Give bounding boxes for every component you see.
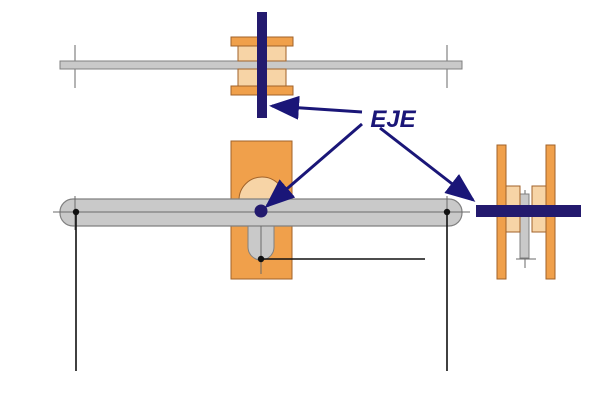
callout: EJE bbox=[264, 95, 476, 208]
side-view bbox=[476, 144, 581, 280]
arrow-to-top-axle bbox=[269, 95, 363, 120]
front-view bbox=[53, 140, 470, 371]
front-axle-dot bbox=[254, 204, 268, 218]
right-pivot-pin bbox=[443, 208, 451, 216]
arrow-to-front-axle bbox=[264, 122, 363, 208]
eje-label: EJE bbox=[370, 106, 416, 133]
crank-pin bbox=[257, 255, 265, 263]
side-axle bbox=[476, 205, 581, 217]
side-lever-bar bbox=[519, 193, 530, 259]
top-view bbox=[59, 12, 463, 118]
top-axle bbox=[257, 12, 267, 118]
left-pivot-pin bbox=[72, 208, 80, 216]
arrow-to-side-axle bbox=[379, 126, 476, 202]
